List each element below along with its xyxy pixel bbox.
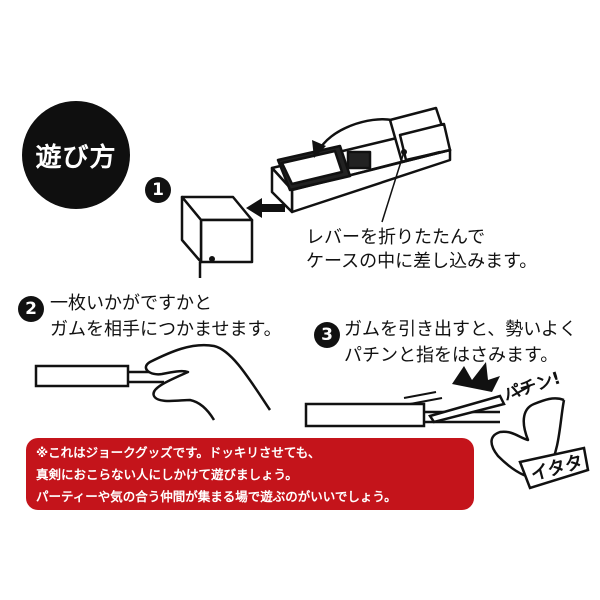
- gum-case-drawing: [180, 195, 254, 278]
- notice-panel: ※これはジョークグッズです。ドッキリさせても、 真剣におこらない人にしかけて遊び…: [26, 438, 474, 510]
- step3-line1: ガムを引き出すと、勢いよく: [344, 319, 577, 340]
- ouch-bubble: [518, 446, 590, 490]
- step3-number: 3: [314, 322, 340, 348]
- lever-trap-drawing: [270, 106, 452, 214]
- pointer-dot: [209, 256, 215, 262]
- step2-line1: 一枚いかがですかと: [50, 293, 212, 314]
- insert-arrow-icon: [246, 198, 285, 218]
- how-to-play-badge: 遊び方: [22, 101, 130, 209]
- notice-line2: 真剣におこらない人にしかけて遊びましょう。: [36, 467, 298, 482]
- notice-line1: ※これはジョークグッズです。ドッキリさせても、: [36, 445, 321, 460]
- step1-line1: レバーを折りたたんで: [306, 227, 486, 248]
- gum-case-step3: [304, 394, 506, 428]
- step2-number: 2: [18, 296, 44, 322]
- gum-case-step2: [34, 364, 164, 388]
- fold-arrow-head-icon: [312, 140, 326, 158]
- step3-line2: パチンと指をはさみます。: [344, 345, 559, 366]
- step2-line2: ガムを相手につかませます。: [50, 319, 282, 340]
- step1-line2: ケースの中に差し込みます。: [306, 251, 538, 272]
- motion-lines-icon: [403, 385, 531, 405]
- notice-line3: パーティーや気の合う仲間が集まる場で遊ぶのがいいでしょう。: [36, 489, 397, 504]
- snap-burst-icon: [452, 362, 500, 392]
- hand-step2: [144, 343, 272, 421]
- step1-number: 1: [145, 177, 171, 203]
